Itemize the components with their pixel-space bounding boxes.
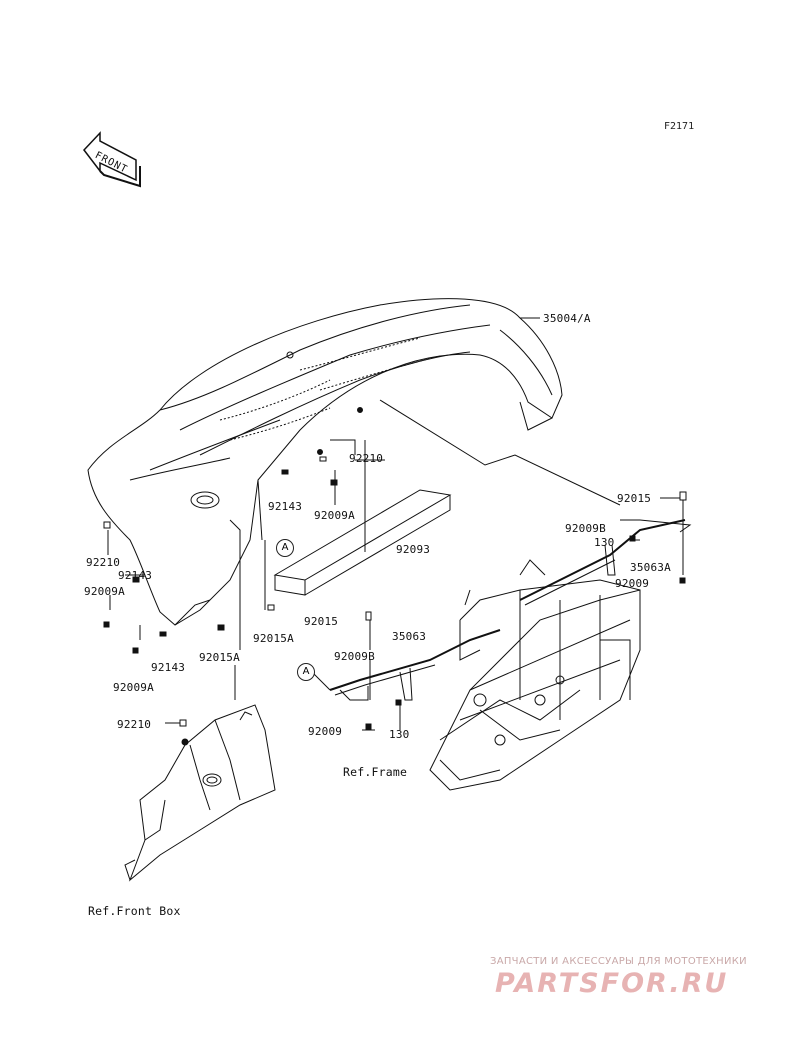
- part-label-130-right: 130: [594, 536, 615, 549]
- part-label-92009A-low: 92009A: [113, 681, 154, 694]
- rear-fender-drawing: [87, 298, 563, 626]
- part-label-92009-frame: 92009: [308, 725, 343, 738]
- part-label-92210-box: 92210: [117, 718, 152, 731]
- part-label-92143-mid: 92143: [151, 661, 186, 674]
- part-label-92009B-frame: 92009B: [334, 650, 375, 663]
- part-label-130-frame: 130: [389, 728, 410, 741]
- frame-drawing: [429, 559, 641, 791]
- part-label-92009A-left: 92009A: [84, 585, 125, 598]
- part-label-92009B-right: 92009B: [565, 522, 606, 535]
- marker-a-frame: A: [297, 663, 315, 681]
- front-box-drawing: [124, 704, 276, 882]
- figure-code: F2171: [664, 121, 695, 132]
- part-label-35063A: 35063A: [630, 561, 671, 574]
- part-label-92015-frame: 92015: [304, 615, 339, 628]
- part-label-92210-top: 92210: [349, 452, 384, 465]
- part-label-92143-left: 92143: [118, 569, 153, 582]
- bracket-35063A-drawing: [519, 519, 692, 606]
- marker-a-fender: A: [276, 539, 294, 557]
- fasteners: [103, 456, 687, 730]
- part-label-92015-right: 92015: [617, 492, 652, 505]
- part-label-92143-top: 92143: [268, 500, 303, 513]
- part-label-35063: 35063: [392, 630, 427, 643]
- ref-front-box-label: Ref.Front Box: [88, 904, 181, 918]
- ref-frame-label: Ref.Frame: [343, 765, 408, 779]
- part-label-92093: 92093: [396, 543, 431, 556]
- flap-92093-drawing: [273, 489, 452, 596]
- front-arrow-icon: [83, 131, 141, 188]
- part-label-92009A-top: 92009A: [314, 509, 355, 522]
- leader-lines: [107, 317, 684, 731]
- part-label-92009-right: 92009: [615, 577, 650, 590]
- watermark-logo: PARTSFOR.RU: [495, 968, 729, 999]
- part-label-35004A: 35004/A: [543, 312, 591, 325]
- watermark-caption: ЗАПЧАСТИ И АКСЕССУАРЫ ДЛЯ МОТОТЕХНИКИ: [490, 956, 747, 967]
- part-label-92015A-mid: 92015A: [199, 651, 240, 664]
- part-label-92015A-right: 92015A: [253, 632, 294, 645]
- bracket-35063-drawing: [329, 629, 501, 701]
- part-label-92210-left: 92210: [86, 556, 121, 569]
